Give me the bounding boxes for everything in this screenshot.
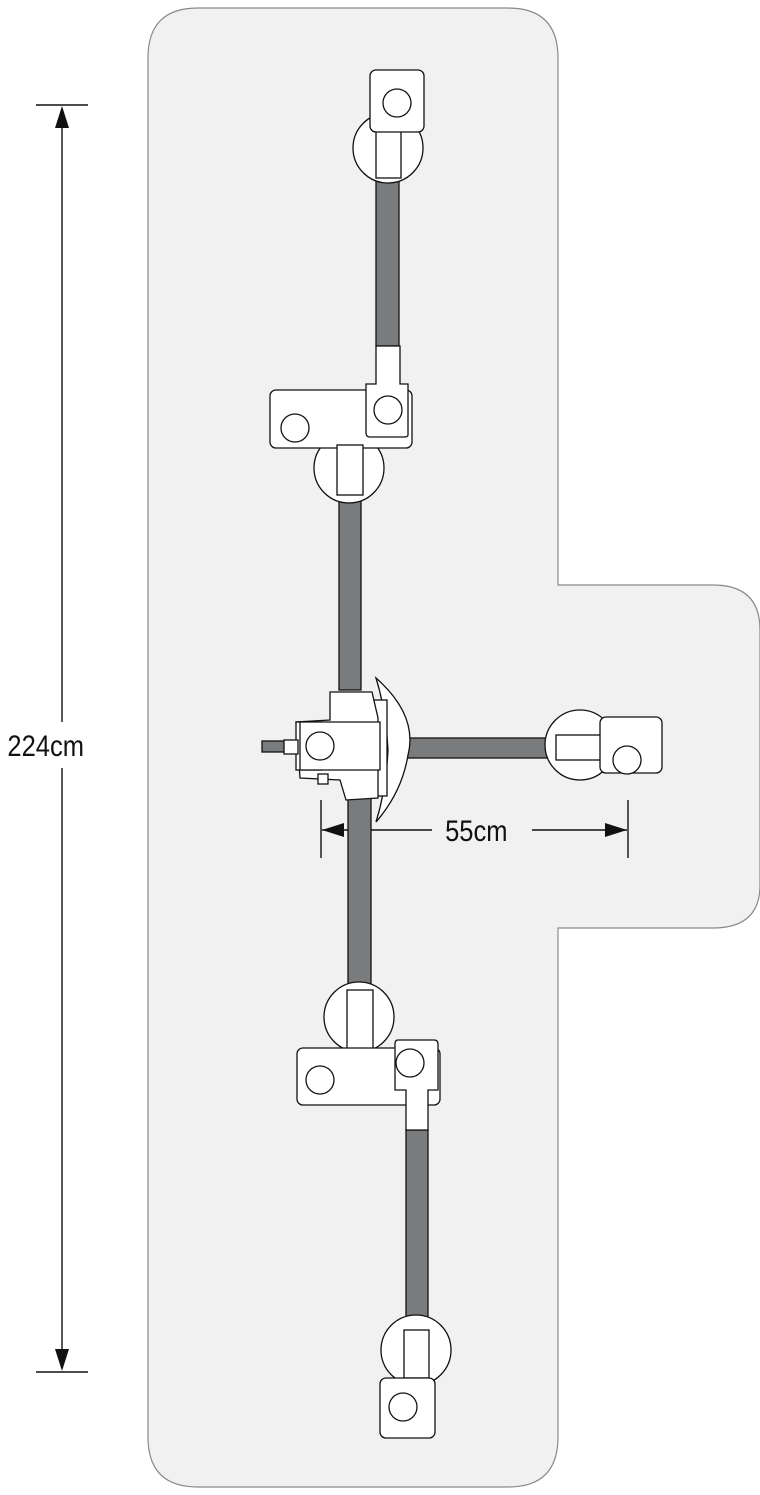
joint-top (352, 69, 425, 184)
arm-upper-middle (338, 489, 362, 691)
arrow-left-icon (322, 823, 344, 837)
arrow-up-icon (55, 106, 69, 128)
knob-icon (388, 1392, 418, 1422)
knob-icon (612, 745, 642, 775)
knob-icon (373, 395, 403, 425)
width-dimension (320, 800, 629, 858)
arm-right (384, 737, 559, 759)
arrow-down-icon (55, 1349, 69, 1371)
height-dimension-label: 224cm (4, 730, 88, 764)
height-dimension (36, 104, 88, 1373)
handle-stub (261, 740, 287, 753)
width-dimension-label: 55cm (440, 815, 513, 849)
knob-icon (382, 88, 412, 118)
joint-right (544, 709, 663, 781)
joint-lower-elbow (296, 981, 441, 1131)
arm-upper-top (375, 177, 400, 347)
arms (261, 177, 559, 1333)
knob-icon (305, 1065, 335, 1095)
joint-upper-elbow (269, 345, 413, 504)
knob-icon (280, 413, 310, 443)
arm-lower-bottom (405, 1129, 429, 1333)
knob-icon (395, 1048, 425, 1078)
knob-icon (305, 731, 335, 761)
joint-bottom (379, 1314, 452, 1439)
central-hub (283, 675, 411, 823)
arrow-right-icon (605, 823, 627, 837)
arm-lower-middle (347, 797, 372, 997)
